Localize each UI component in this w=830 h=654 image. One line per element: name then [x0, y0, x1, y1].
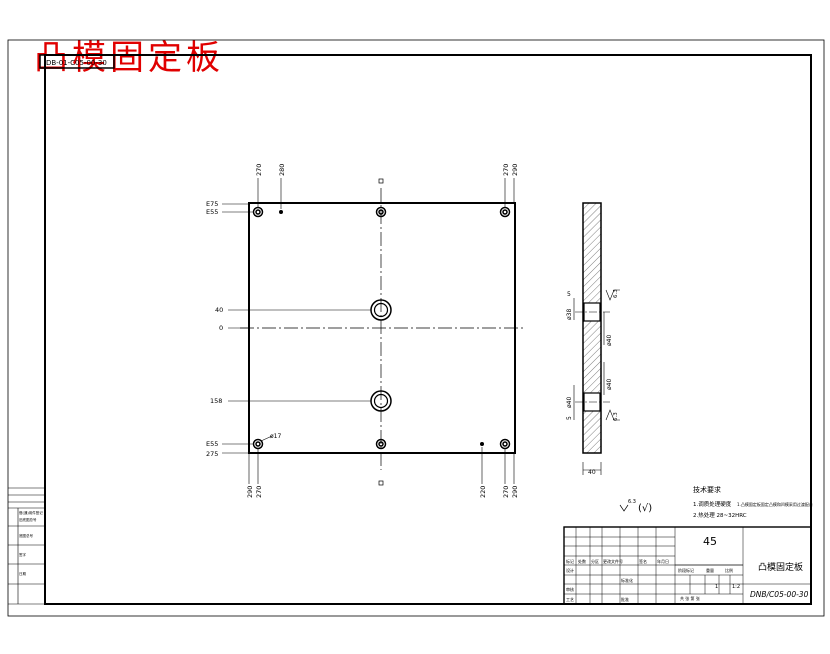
svg-text:290: 290 — [246, 486, 254, 498]
svg-text:ø40: ø40 — [606, 335, 613, 346]
svg-text:220: 220 — [479, 486, 487, 498]
svg-text:工艺: 工艺 — [566, 597, 574, 602]
svg-text:40: 40 — [215, 306, 223, 314]
svg-text:280: 280 — [278, 164, 286, 176]
svg-text:6.3: 6.3 — [613, 412, 619, 421]
tech-requirements: 技术要求 1.调质处理硬度 2.热处理 28~32HRC 1.凸模固定板固定凸模… — [693, 485, 813, 519]
svg-text:5: 5 — [567, 291, 571, 298]
svg-text:E75: E75 — [206, 200, 218, 208]
svg-text:签名: 签名 — [639, 558, 647, 564]
svg-text:270: 270 — [502, 164, 510, 176]
svg-text:275: 275 — [206, 450, 218, 458]
left-strip: 借(通)用件登记 旧底图总号 底图总号 签字 日期 — [8, 487, 45, 605]
inner-frame — [44, 54, 812, 605]
svg-text:E55: E55 — [206, 440, 218, 448]
general-roughness: 6.3 (√) — [619, 499, 652, 514]
svg-text:6.3: 6.3 — [613, 289, 619, 298]
title-block: 标记 处数 分区 更改文件号 签名 年月日 设计 标准化 审核 工艺 批准 阶段… — [563, 526, 812, 605]
svg-text:290: 290 — [511, 164, 519, 176]
svg-text:1.凸模固定板固定凸模和凹模采用过渡配合: 1.凸模固定板固定凸模和凹模采用过渡配合 — [737, 501, 813, 507]
svg-text:270: 270 — [502, 486, 510, 498]
svg-text:批准: 批准 — [621, 596, 629, 602]
svg-text:技术要求: 技术要求 — [693, 485, 721, 494]
drawing-title: 凸模固定板 — [34, 38, 224, 78]
svg-text:0: 0 — [219, 324, 223, 332]
svg-text:5: 5 — [566, 416, 573, 420]
svg-text:40: 40 — [588, 469, 596, 476]
sheet-note: 共 张 第 张 — [680, 595, 700, 601]
svg-text:设计: 设计 — [566, 567, 574, 573]
pin-holes — [279, 210, 484, 446]
svg-text:审核: 审核 — [566, 586, 574, 592]
svg-text:标记: 标记 — [566, 558, 574, 564]
side-view: 5 ø38 ø40 ø40 ø40 5 6.3 6.3 40 — [566, 202, 620, 476]
svg-text:日期: 日期 — [19, 571, 26, 576]
bore-lower — [370, 390, 392, 412]
svg-text:1.调质处理硬度: 1.调质处理硬度 — [693, 500, 732, 508]
svg-text:E55: E55 — [206, 208, 218, 216]
svg-text:ø17: ø17 — [270, 433, 281, 440]
quantity: 1 — [715, 584, 718, 590]
svg-text:年月日: 年月日 — [657, 558, 669, 564]
svg-text:ø38: ø38 — [566, 309, 573, 320]
svg-text:分区: 分区 — [591, 558, 599, 564]
svg-text:290: 290 — [511, 486, 519, 498]
svg-text:借(通)用件登记: 借(通)用件登记 — [19, 510, 43, 515]
svg-text:标准化: 标准化 — [621, 577, 633, 583]
svg-text:6.3: 6.3 — [628, 499, 636, 505]
svg-text:158: 158 — [210, 397, 222, 405]
outer-frame — [7, 39, 825, 617]
material: 45 — [703, 535, 717, 548]
svg-text:ø40: ø40 — [566, 397, 573, 408]
svg-text:更改文件号: 更改文件号 — [603, 558, 623, 564]
scale: 1:2 — [732, 584, 740, 590]
svg-text:ø40: ø40 — [606, 379, 613, 390]
svg-text:比例: 比例 — [725, 567, 733, 573]
front-view: E75 E55 40 0 158 E55 275 270 280 270 290… — [206, 164, 524, 498]
svg-text:旧底图总号: 旧底图总号 — [19, 517, 37, 522]
svg-text:处数: 处数 — [578, 558, 586, 564]
svg-text:底图总号: 底图总号 — [19, 533, 33, 538]
svg-text:阶段标记: 阶段标记 — [678, 567, 694, 573]
svg-text:270: 270 — [255, 164, 263, 176]
svg-text:重量: 重量 — [706, 567, 714, 573]
drawing-number-tag: DB-01-C05-00-30 — [46, 59, 107, 67]
svg-text:270: 270 — [255, 486, 263, 498]
svg-text:2.热处理 28~32HRC: 2.热处理 28~32HRC — [693, 511, 747, 519]
part-name: 凸模固定板 — [758, 561, 803, 573]
svg-text:签字: 签字 — [19, 552, 26, 557]
svg-text:(√): (√) — [638, 503, 652, 514]
drawing-code: DNB/C05-00-30 — [750, 590, 809, 599]
